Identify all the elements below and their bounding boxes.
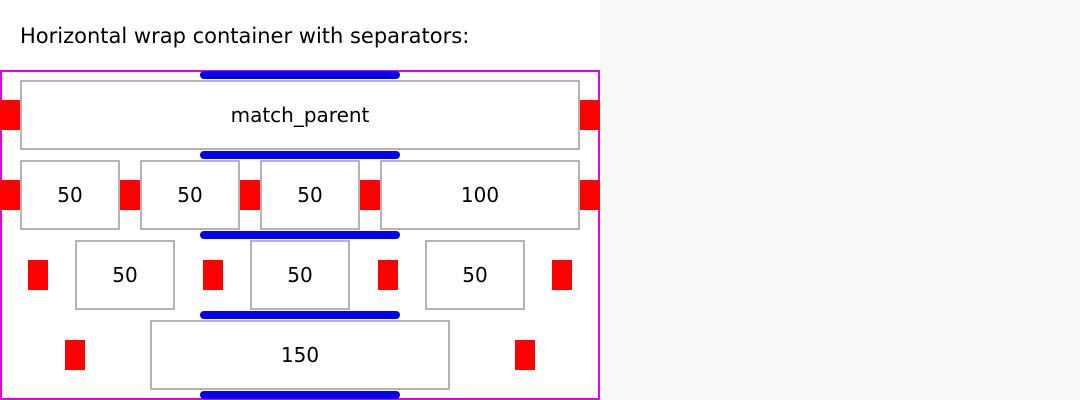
item-separator — [360, 180, 380, 210]
item-separator — [580, 100, 600, 130]
item-separator — [240, 180, 260, 210]
wrap-item: 50 — [250, 240, 350, 310]
line-separator — [200, 231, 400, 239]
demo-panel: Horizontal wrap container with separator… — [0, 24, 600, 400]
item-separator — [120, 180, 140, 210]
caption-text: Horizontal wrap container with separator… — [20, 24, 470, 48]
item-separator — [203, 260, 223, 290]
wrap-item: 50 — [260, 160, 360, 230]
line-separator — [200, 151, 400, 159]
wrap-item: 50 — [75, 240, 175, 310]
item-separator — [0, 180, 20, 210]
item-separator — [552, 260, 572, 290]
wrap-item: 100 — [380, 160, 580, 230]
wrap-item: 50 — [20, 160, 120, 230]
item-separator — [378, 260, 398, 290]
line-separator — [200, 311, 400, 319]
line-separator — [200, 71, 400, 79]
item-separator — [65, 340, 85, 370]
line-separator — [200, 391, 400, 399]
wrap-item: match_parent — [20, 80, 580, 150]
wrap-item: 50 — [425, 240, 525, 310]
wrap-item: 50 — [140, 160, 240, 230]
wrap-item: 150 — [150, 320, 450, 390]
item-separator — [515, 340, 535, 370]
item-separator — [28, 260, 48, 290]
item-separator — [580, 180, 600, 210]
item-separator — [0, 100, 20, 130]
